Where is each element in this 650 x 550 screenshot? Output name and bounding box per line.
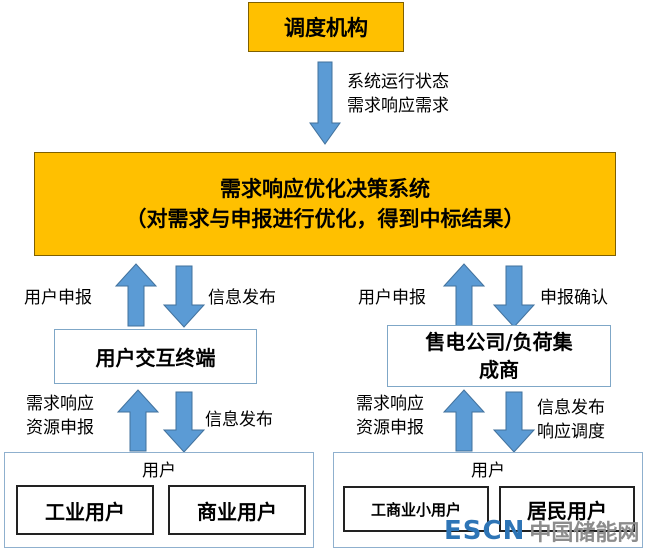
arrow-down-top xyxy=(309,61,341,145)
left-user-group-title: 用户 xyxy=(142,461,176,481)
left-resource-report-label: 需求响应 资源申报 xyxy=(26,392,94,440)
arrow-up-right-upper xyxy=(442,263,486,327)
right-dispatch-line1: 信息发布 xyxy=(537,398,605,418)
watermark-latin: ESCN xyxy=(444,516,526,546)
right-user-group-title: 用户 xyxy=(471,461,505,481)
right-report-confirm-label: 申报确认 xyxy=(540,288,608,308)
decision-system-subtitle: （对需求与申报进行优化，得到中标结果） xyxy=(125,207,525,231)
commercial-user-label: 商业用户 xyxy=(197,499,277,524)
arrow-down-right-upper xyxy=(492,265,536,328)
left-user-report-label: 用户申报 xyxy=(24,288,92,308)
right-dispatch-label: 信息发布 响应调度 xyxy=(537,396,605,444)
user-terminal-box: 用户交互终端 xyxy=(54,329,257,384)
right-user-group: 用户 工商业小用户 居民用户 xyxy=(333,452,643,548)
arrow-down-left-upper xyxy=(162,265,206,328)
watermark-cjk: 中国储能网 xyxy=(529,521,640,546)
top-arrow-label-line2: 需求响应需求 xyxy=(347,96,449,116)
top-arrow-label: 系统运行状态 需求响应需求 xyxy=(347,70,449,118)
aggregator-label-line2: 成商 xyxy=(479,358,519,382)
left-info-publish-label: 信息发布 xyxy=(208,288,276,308)
commercial-user-box: 商业用户 xyxy=(168,485,306,535)
arrow-up-left-lower xyxy=(116,389,160,452)
right-user-report-label: 用户申报 xyxy=(358,288,426,308)
resident-user-label: 居民用户 xyxy=(527,498,607,523)
small-commercial-user-label: 工商业小用户 xyxy=(370,500,461,519)
right-dispatch-line2: 响应调度 xyxy=(537,422,605,442)
escn-watermark: ESCN 中国储能网 xyxy=(444,515,639,547)
arrow-up-left-upper xyxy=(114,263,158,327)
left-lower-info-publish-label: 信息发布 xyxy=(205,410,273,430)
dispatch-agency-box: 调度机构 xyxy=(248,2,404,52)
industrial-user-label: 工业用户 xyxy=(45,499,125,524)
decision-system-title: 需求响应优化决策系统 xyxy=(220,177,430,201)
dispatch-agency-label: 调度机构 xyxy=(284,16,368,40)
left-resource-report-line2: 资源申报 xyxy=(26,418,94,438)
aggregator-label-line1: 售电公司/负荷集 xyxy=(425,330,573,354)
right-resource-report-line2: 资源申报 xyxy=(356,418,424,438)
right-resource-report-label: 需求响应 资源申报 xyxy=(356,392,424,440)
small-commercial-user-box: 工商业小用户 xyxy=(343,486,489,532)
arrow-down-left-lower xyxy=(162,391,206,453)
arrow-down-right-lower xyxy=(492,391,536,453)
right-resource-report-line1: 需求响应 xyxy=(356,394,424,414)
arrow-up-right-lower xyxy=(442,389,486,452)
aggregator-box: 售电公司/负荷集 成商 xyxy=(387,325,611,387)
user-terminal-label: 用户交互终端 xyxy=(95,346,216,370)
top-arrow-label-line1: 系统运行状态 xyxy=(347,72,449,92)
decision-system-box: 需求响应优化决策系统 （对需求与申报进行优化，得到中标结果） xyxy=(34,152,616,256)
left-user-group: 用户 工业用户 商业用户 xyxy=(4,452,314,548)
resident-user-box: 居民用户 xyxy=(499,486,635,532)
industrial-user-box: 工业用户 xyxy=(16,485,154,535)
left-resource-report-line1: 需求响应 xyxy=(26,394,94,414)
